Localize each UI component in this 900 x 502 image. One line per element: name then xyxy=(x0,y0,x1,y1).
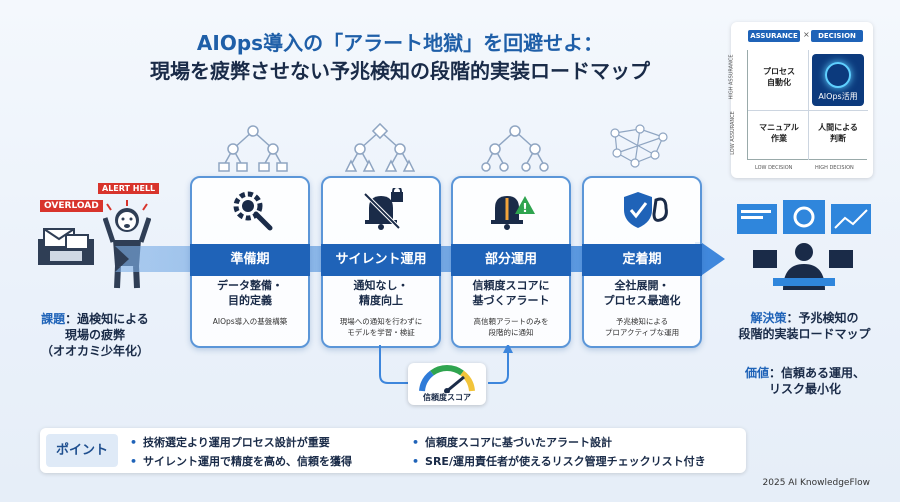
solution-label: 解決策 xyxy=(750,311,787,325)
hierarchy-nodes-icon-1 xyxy=(218,125,288,172)
phase-main-2: 通知なし・精度向上 xyxy=(353,279,409,307)
value-text-2: リスク最小化 xyxy=(768,382,841,396)
matrix-x-low: LOW DECISION xyxy=(755,165,793,171)
phase-sub-4: 予兆検知によるプロアクティブな運用 xyxy=(604,317,680,337)
phase-main-4: 全社展開・プロセス最適化 xyxy=(603,279,681,307)
matrix-cell-process: プロセス 自動化 xyxy=(763,67,795,87)
assurance-decision-matrix: ASSURANCE × DECISION HIGH ASSURANCE LOW … xyxy=(728,22,873,178)
phase-title-4: 定着期 xyxy=(582,244,702,276)
monitoring-team-icon xyxy=(737,200,871,290)
value-text-1: ：信頼ある運用、 xyxy=(769,366,866,380)
problem-label: 課題 xyxy=(41,312,66,326)
point-item-3: 信頼度スコアに基づいたアラート設計 xyxy=(412,434,612,450)
trust-score-gauge: 信頼度スコア xyxy=(408,363,486,405)
point-item-1: 技術選定より運用プロセス設計が重要 xyxy=(130,434,330,450)
phase-sub-1: AIOps導入の基盤構築 xyxy=(212,317,288,326)
title-line-1: AIOps導入の「アラート地獄」を回避せよ： xyxy=(196,31,604,55)
point-item-4: SRE/運用責任者が使えるリスク管理チェックリスト付き xyxy=(412,453,706,469)
gauge-icon xyxy=(419,365,475,394)
footer-credit: 2025 AI KnowledgeFlow xyxy=(762,478,870,488)
gauge-label: 信頼度スコア xyxy=(423,393,471,402)
overload-tag: OVERLOAD xyxy=(40,200,103,212)
problem-text-1: ：過検知による xyxy=(65,312,149,326)
matrix-header-decision: DECISION xyxy=(811,30,863,42)
matrix-header-assurance: ASSURANCE xyxy=(748,30,800,42)
phase-sub-2: 現場への通知を行わずにモデルを学習・検証 xyxy=(339,317,423,337)
phase-title-1: 準備期 xyxy=(190,244,310,276)
matrix-divider-v xyxy=(808,50,809,160)
matrix-grid: プロセス 自動化 AIOps活用 マニュアル 作業 人間による 判断 xyxy=(747,50,868,160)
alert-hell-tag: ALERT HELL xyxy=(98,183,160,194)
solution-text-2: 段階的実装ロードマップ xyxy=(738,327,871,341)
matrix-cell-aiops-label: AIOps活用 xyxy=(818,92,858,101)
network-nodes-icon xyxy=(610,124,668,168)
solution-statement: 解決策：予兆検知の 段階的実装ロードマップ xyxy=(722,310,887,342)
gear-magnifier-icon xyxy=(233,191,273,231)
matrix-cell-aiops: AIOps活用 xyxy=(812,54,864,106)
phase-card-3: ! 部分運用 信頼度スコアに基づくアラート 高信頼アラートのみを段階的に通知 xyxy=(451,176,571,348)
hierarchy-nodes-icon-2 xyxy=(345,123,415,172)
value-statement: 価値：信頼ある運用、 リスク最小化 xyxy=(730,365,880,397)
phase-title-3: 部分運用 xyxy=(451,244,571,276)
key-points-box: ポイント 技術選定より運用プロセス設計が重要 サイレント運用で精度を高め、信頼を… xyxy=(40,428,746,473)
hierarchy-nodes-icon-3 xyxy=(481,125,549,172)
bell-warning-icon: ! xyxy=(491,196,535,230)
matrix-y-high: HIGH ASSURANCE xyxy=(728,54,735,100)
phase-card-4: 定着期 全社展開・プロセス最適化 予兆検知によるプロアクティブな運用 xyxy=(582,176,702,348)
phase-card-2: サイレント運用 通知なし・精度向上 現場への通知を行わずにモデルを学習・検証 xyxy=(321,176,441,348)
solution-text-1: ：予兆検知の xyxy=(786,311,859,325)
bell-muted-lock-icon xyxy=(363,188,403,230)
points-tag: ポイント xyxy=(46,434,118,467)
problem-text-2: 現場の疲弊 xyxy=(64,328,125,342)
phase-title-2: サイレント運用 xyxy=(321,244,441,276)
problem-text-3: （オオカミ少年化） xyxy=(40,344,149,358)
inbox-tray-icon xyxy=(38,228,94,265)
matrix-header-cross: × xyxy=(803,30,810,39)
phase-main-1: データ整備・目的定義 xyxy=(217,279,283,307)
feedback-loop-arrow xyxy=(379,345,513,384)
phase-sub-3: 高信頼アラートのみを段階的に通知 xyxy=(473,317,549,337)
page-title: AIOps導入の「アラート地獄」を回避せよ： 現場を疲弊させない予兆検知の段階的… xyxy=(90,30,710,86)
value-label: 価値 xyxy=(744,366,769,380)
phase-card-1: 準備期 データ整備・目的定義 AIOps導入の基盤構築 xyxy=(190,176,310,348)
matrix-cell-human: 人間による 判断 xyxy=(818,123,858,143)
matrix-y-low: LOW ASSURANCE xyxy=(729,111,736,155)
svg-text:!: ! xyxy=(522,201,527,215)
phase-main-3: 信頼度スコアに基づくアラート xyxy=(472,279,550,307)
matrix-cell-manual: マニュアル 作業 xyxy=(759,123,799,143)
problem-statement: 課題：過検知による 現場の疲弊 （オオカミ少年化） xyxy=(30,311,160,359)
shield-brain-icon xyxy=(624,192,668,228)
matrix-divider-h xyxy=(748,110,868,111)
title-line-2: 現場を疲弊させない予兆検知の段階的実装ロードマップ xyxy=(150,59,650,83)
ai-glow-icon xyxy=(825,62,851,88)
point-item-2: サイレント運用で精度を高め、信頼を獲得 xyxy=(130,453,352,469)
matrix-x-high: HIGH DECISION xyxy=(815,165,854,171)
